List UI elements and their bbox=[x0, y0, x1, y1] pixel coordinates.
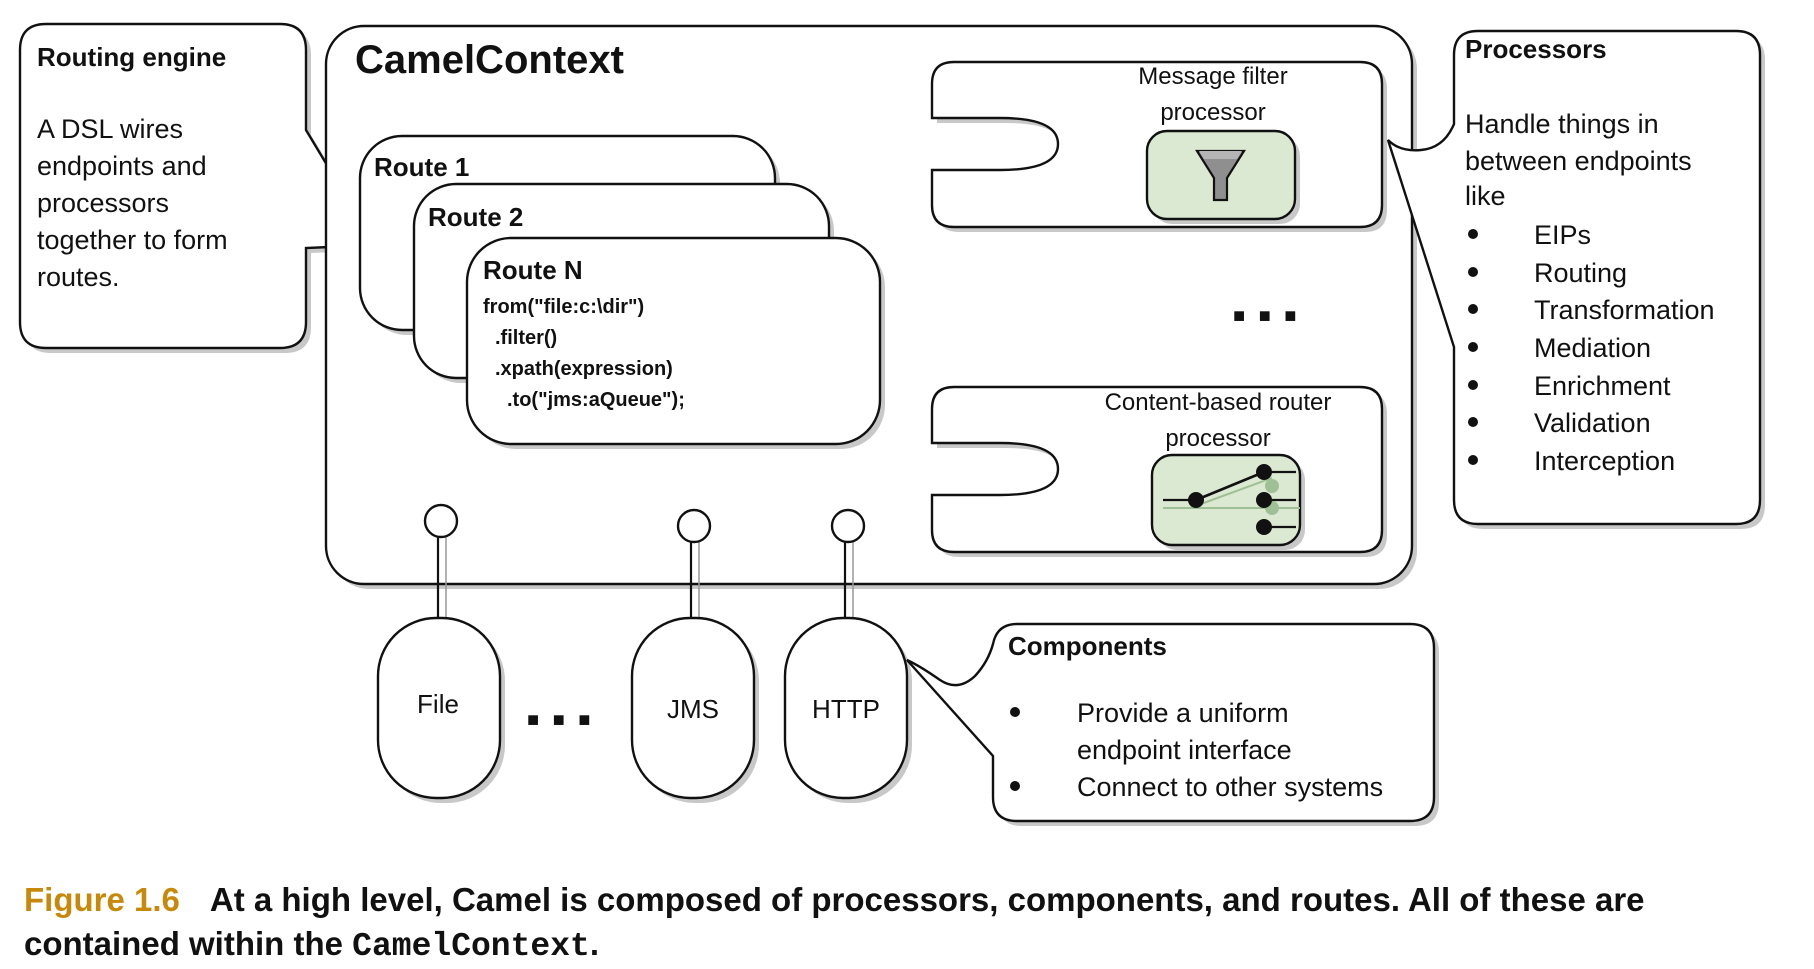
component-file-label: File bbox=[417, 689, 459, 719]
caption-code-word: CamelContext bbox=[352, 928, 590, 965]
bullet-item: Mediation bbox=[1534, 333, 1651, 363]
routing-engine-line: A DSL wires bbox=[37, 114, 183, 144]
bullet-item: Enrichment bbox=[1534, 371, 1671, 401]
route-code-line: .filter() bbox=[495, 327, 557, 349]
processors-callout-line: like bbox=[1465, 181, 1506, 211]
bullet-item: Interception bbox=[1534, 446, 1675, 476]
component-http: HTTP bbox=[783, 616, 912, 803]
routing-engine-line: routes. bbox=[37, 262, 120, 292]
camel-context-title: CamelContext bbox=[355, 38, 624, 82]
components-callout-title: Components bbox=[1008, 631, 1167, 661]
components-ellipsis: ■ ■ ■ bbox=[527, 709, 594, 731]
bullet-item: Validation bbox=[1534, 408, 1651, 438]
route-code-line: .xpath(expression) bbox=[495, 358, 673, 380]
processors-callout: Processors Handle things in between endp… bbox=[1386, 29, 1765, 529]
routing-engine-line: endpoints and bbox=[37, 151, 207, 181]
processors-bullet-list: EIPs Routing Transformation Mediation En… bbox=[1468, 220, 1715, 476]
endpoint-connector-icon bbox=[676, 508, 712, 544]
endpoint-connector-icon bbox=[830, 508, 866, 544]
component-jms: JMS bbox=[630, 616, 759, 803]
message-filter-processor: Message filter processor bbox=[930, 60, 1387, 232]
components-bullet-line: endpoint interface bbox=[1077, 735, 1292, 765]
route-code-line: from("file:c:\dir") bbox=[483, 296, 644, 318]
route-1-label: Route 1 bbox=[374, 152, 469, 182]
content-based-router-processor: Content-based router processor bbox=[930, 385, 1387, 557]
components-bullet-line: Connect to other systems bbox=[1077, 772, 1383, 802]
router-title: Content-based router bbox=[1105, 389, 1332, 416]
processors-ellipsis: ■ ■ ■ bbox=[1233, 305, 1300, 327]
component-http-label: HTTP bbox=[812, 694, 880, 724]
message-filter-title: Message filter bbox=[1138, 63, 1287, 90]
processors-callout-title: Processors bbox=[1465, 34, 1607, 64]
caption-end: . bbox=[589, 925, 599, 962]
route-2-label: Route 2 bbox=[428, 202, 523, 232]
router-title: processor bbox=[1165, 425, 1270, 452]
message-filter-title: processor bbox=[1160, 99, 1265, 126]
switch-icon bbox=[1163, 464, 1300, 535]
bullet-item: Transformation bbox=[1534, 295, 1715, 325]
funnel-icon bbox=[1195, 149, 1246, 202]
routing-engine-line: together to form bbox=[37, 225, 228, 255]
architecture-diagram: Routing engine A DSL wires endpoints and… bbox=[18, 22, 1765, 826]
component-jms-label: JMS bbox=[667, 694, 719, 724]
routing-engine-callout: Routing engine A DSL wires endpoints and… bbox=[18, 22, 380, 353]
components-callout: Components Provide a uniform endpoint in… bbox=[906, 622, 1439, 826]
components-bullet-line: Provide a uniform bbox=[1077, 698, 1289, 728]
bullet-item: EIPs bbox=[1534, 220, 1591, 250]
routing-engine-line: processors bbox=[37, 188, 169, 218]
route-code-line: .to("jms:aQueue"); bbox=[507, 389, 685, 411]
route-n-label: Route N bbox=[483, 255, 583, 285]
routing-engine-title: Routing engine bbox=[37, 42, 226, 72]
component-file: File bbox=[376, 616, 505, 803]
bullet-item: Routing bbox=[1534, 258, 1627, 288]
figure-label: Figure 1.6 bbox=[24, 881, 180, 918]
endpoint-connector-icon bbox=[423, 503, 459, 539]
endpoint-connectors bbox=[423, 503, 866, 624]
processors-callout-line: Handle things in bbox=[1465, 109, 1659, 139]
processors-callout-line: between endpoints bbox=[1465, 146, 1692, 176]
caption-text: At a high level, Camel is composed of pr… bbox=[24, 881, 1645, 962]
route-n-card: Route N from("file:c:\dir") .filter() .x… bbox=[465, 236, 885, 449]
